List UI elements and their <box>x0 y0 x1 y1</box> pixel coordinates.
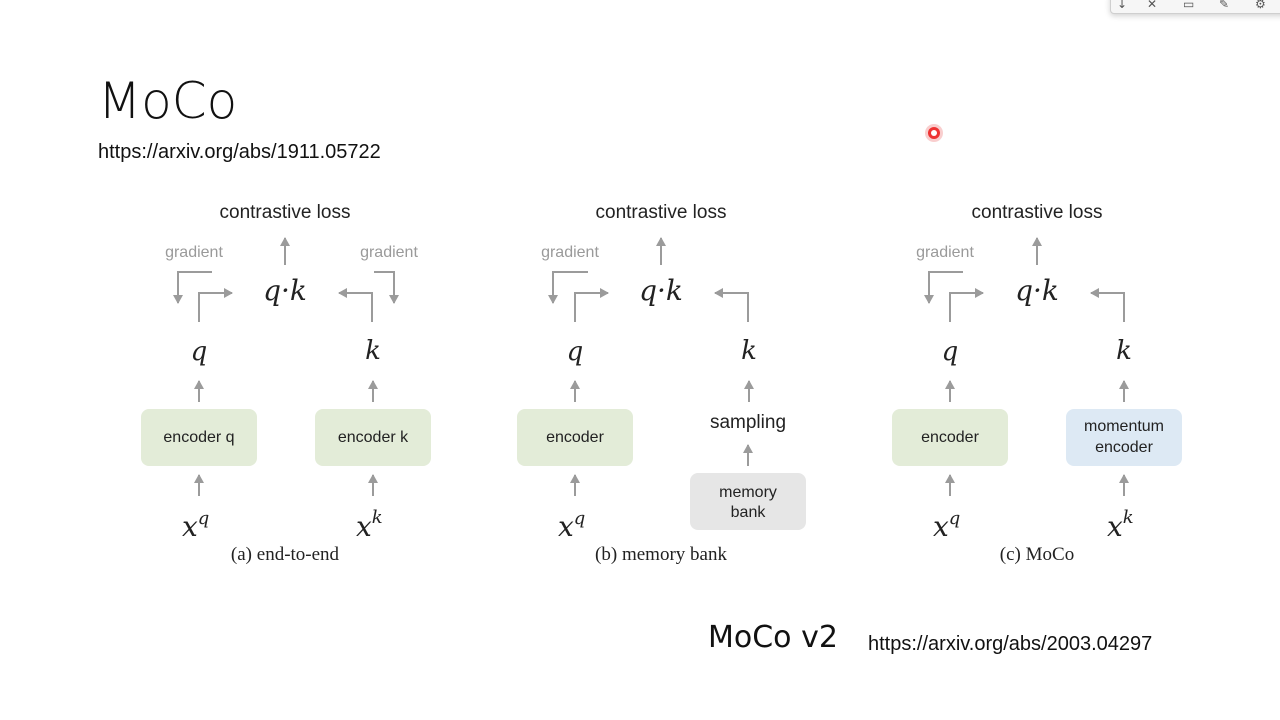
k-label: k <box>1116 336 1132 366</box>
q-to-sim-arrow <box>198 288 233 322</box>
moco-v2-title: MoCo v2 <box>708 620 838 655</box>
q-label: q <box>942 337 959 367</box>
memory-bank-label-line1: memory <box>719 484 777 501</box>
contrastive-loss-label: contrastive loss <box>972 202 1103 223</box>
laser-pointer-icon <box>928 127 940 139</box>
momentum-encoder-label-line2: encoder <box>1095 439 1153 456</box>
memory-bank-box <box>690 473 806 530</box>
q-to-sim-arrow <box>574 288 609 322</box>
encoder-box <box>892 409 1008 466</box>
gradient-left-label: gradient <box>541 244 599 261</box>
settings-icon[interactable]: ⚙ <box>1255 0 1266 11</box>
gradient-left-arrow <box>173 271 212 304</box>
gradient-right-arrow <box>374 271 399 304</box>
xq-label: xq <box>558 508 585 543</box>
xq-label: xq <box>933 508 960 543</box>
panel-memory-bank: contrastive loss gradient q·k q k encode… <box>517 202 806 565</box>
caption-memory-bank: (b) memory bank <box>595 544 727 565</box>
contrastive-loss-label: contrastive loss <box>596 202 727 223</box>
q-label: q <box>567 337 584 367</box>
k-label: k <box>365 336 381 366</box>
xk-label: xk <box>356 507 383 543</box>
k-label: k <box>741 336 757 366</box>
k-to-sim-arrow <box>338 288 373 322</box>
xq-label: xq <box>182 508 209 543</box>
caption-moco: (c) MoCo <box>1000 544 1074 565</box>
xk-label: xk <box>1107 507 1134 543</box>
encoder-q-box <box>141 409 257 466</box>
caption-end-to-end: (a) end-to-end <box>231 544 340 565</box>
similarity-qk: q·k <box>1015 274 1059 307</box>
k-to-sim-arrow <box>1090 288 1125 322</box>
memory-bank-label-line2: bank <box>731 504 767 521</box>
panel-end-to-end: contrastive loss gradient gradient q·k q… <box>141 202 431 565</box>
pin-icon[interactable]: ↓ <box>1117 0 1128 11</box>
encoder-k-label: encoder k <box>338 429 409 446</box>
moco-v2-link[interactable]: https://arxiv.org/abs/2003.04297 <box>868 633 1153 655</box>
gradient-left-arrow <box>924 271 963 304</box>
contrastive-loss-label: contrastive loss <box>220 202 351 223</box>
pen-icon[interactable]: ✕ <box>1147 0 1158 11</box>
q-label: q <box>191 337 208 367</box>
similarity-qk: q·k <box>639 274 683 307</box>
q-to-sim-arrow <box>949 288 984 322</box>
similarity-qk: q·k <box>263 274 307 307</box>
k-to-sim-arrow <box>714 288 749 322</box>
gradient-left-arrow <box>548 271 588 304</box>
gradient-left-label: gradient <box>165 244 223 261</box>
gradient-right-label: gradient <box>360 244 418 261</box>
annotation-toolbar: ↓ ✕ ▭ ✎ ⚙ <box>1110 0 1280 14</box>
encoder-box <box>517 409 633 466</box>
encoder-label: encoder <box>546 429 604 446</box>
momentum-encoder-box <box>1066 409 1182 466</box>
paper-link[interactable]: https://arxiv.org/abs/1911.05722 <box>98 141 381 163</box>
window-icon[interactable]: ▭ <box>1183 0 1195 11</box>
slide-title: MoCo <box>98 72 238 130</box>
gradient-left-label: gradient <box>916 244 974 261</box>
panel-moco: contrastive loss gradient q·k q k encode… <box>892 202 1182 565</box>
encoder-q-label: encoder q <box>163 429 234 446</box>
encoder-k-box <box>315 409 431 466</box>
momentum-encoder-label-line1: momentum <box>1084 418 1164 435</box>
encoder-label: encoder <box>921 429 979 446</box>
edit-icon[interactable]: ✎ <box>1219 0 1230 11</box>
sampling-label: sampling <box>710 412 786 433</box>
